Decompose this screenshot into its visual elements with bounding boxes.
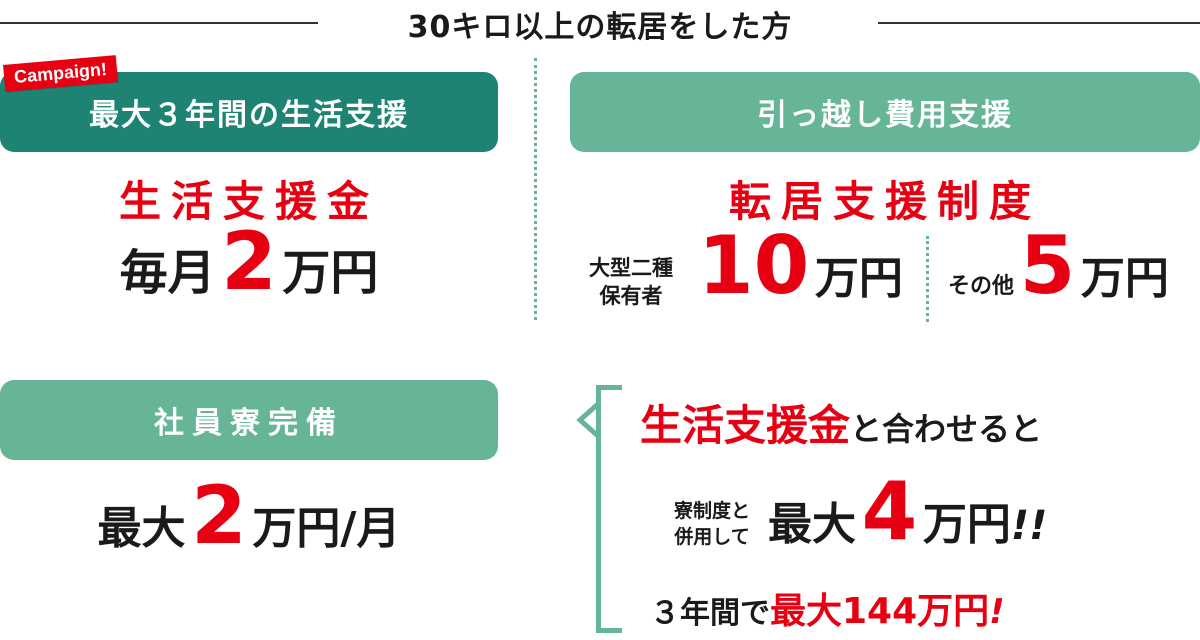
other-label: その他 <box>948 274 1015 299</box>
combo-line2-number: 4 <box>861 465 918 558</box>
combo-line3-exclaim: ! <box>989 592 1005 632</box>
combo-line2-small: 寮制度と 併用して <box>662 498 762 550</box>
other-amount-unit: 万円 <box>1080 253 1169 304</box>
bracket-bottom <box>596 628 622 633</box>
combo-line2-prefix: 最大 <box>768 499 856 550</box>
combo-line1-rest: と合わせると <box>850 410 1043 448</box>
living-support-amount-number: 2 <box>221 215 277 308</box>
bracket-bar <box>596 385 601 633</box>
combo-line2-exclaim: !! <box>1010 503 1048 549</box>
page-title: 30キロ以上の転居をした方 <box>407 10 793 45</box>
living-support-pill-label: 最大３年間の生活支援 <box>89 98 409 133</box>
dorm-amount: 最大 2 万円/月 <box>0 476 498 556</box>
living-support-pill: 最大３年間の生活支援 <box>0 72 498 152</box>
other-amount: その他 5 万円 <box>948 226 1169 306</box>
header-rule-left <box>0 22 318 24</box>
combo-line3-prefix: ３年間で <box>650 596 770 631</box>
moving-support-pill: 引っ越し費用支援 <box>570 72 1200 152</box>
large-license-amount-unit: 万円 <box>814 253 903 304</box>
combo-line3-highlight: 最大144万円 <box>770 591 990 632</box>
large-license-amount-number: 10 <box>698 219 810 312</box>
dorm-pill-label: 社員寮完備 <box>154 406 344 441</box>
moving-support-heading: 転居支援制度 <box>728 177 1041 226</box>
dorm-amount-unit: 万円/月 <box>252 503 401 554</box>
combo-line2-small-2: 併用して <box>674 526 750 548</box>
living-support-heading: 生活支援金 <box>118 177 379 226</box>
combo-line1: 生活支援金と合わせると <box>640 392 1042 453</box>
living-support-amount-unit: 万円 <box>282 245 379 301</box>
dorm-amount-prefix: 最大 <box>97 503 186 554</box>
moving-support-pill-label: 引っ越し費用支援 <box>757 98 1013 133</box>
large-license-line2: 保有者 <box>599 284 663 308</box>
other-amount-number: 5 <box>1019 219 1076 312</box>
large-license-label: 大型二種 保有者 <box>566 254 696 310</box>
dorm-amount-number: 2 <box>191 469 247 562</box>
dorm-pill: 社員寮完備 <box>0 380 498 460</box>
living-support-amount-prefix: 毎月 <box>119 245 216 301</box>
combo-line2-small-1: 寮制度と <box>673 500 750 522</box>
large-license-line1: 大型二種 <box>589 256 673 280</box>
living-support-amount: 毎月 2 万円 <box>0 222 498 303</box>
header-rule-right <box>878 22 1200 24</box>
combo-line2-unit: 万円 <box>922 499 1011 550</box>
combo-line1-highlight: 生活支援金 <box>640 401 851 450</box>
bracket-top <box>596 385 622 390</box>
bracket-point-icon <box>576 402 600 438</box>
combo-line2: 最大 4 万円!! <box>768 472 1047 552</box>
amount-divider <box>926 236 929 322</box>
combo-line3: ３年間で最大144万円! <box>650 582 1005 634</box>
large-license-amount: 10 万円 <box>698 226 903 306</box>
section-divider <box>534 58 537 320</box>
